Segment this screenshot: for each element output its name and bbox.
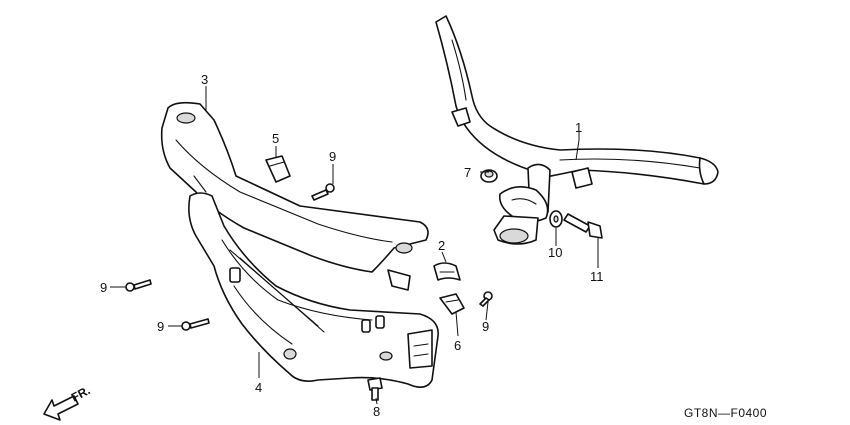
lower-handle-cover-part <box>188 192 439 388</box>
upper-handle-cover-part <box>160 101 429 291</box>
bolt-part <box>367 377 383 401</box>
callout-3: 3 <box>201 72 208 87</box>
callout-8: 8 <box>373 404 380 419</box>
callout-9-left: 9 <box>100 280 107 295</box>
clip-part <box>433 262 461 281</box>
callout-9-top: 9 <box>329 149 336 164</box>
callout-6: 6 <box>454 338 461 353</box>
clip-nut-part <box>265 155 291 183</box>
callout-9-right: 9 <box>482 319 489 334</box>
leader-lines <box>110 86 599 405</box>
clip-nut-part <box>439 293 465 315</box>
washer-part <box>549 210 563 228</box>
screw-part <box>181 318 210 331</box>
handlebar-part <box>435 15 719 245</box>
diagram-code: GT8N—F0400 <box>684 406 767 420</box>
front-arrow-icon <box>43 395 79 421</box>
callout-2: 2 <box>438 238 445 253</box>
bolt-part <box>563 213 603 239</box>
front-direction-indicator: FR. <box>43 383 92 421</box>
callout-9-lower-left: 9 <box>157 319 164 334</box>
screw-part <box>479 291 493 307</box>
screw-part <box>311 183 335 201</box>
screw-part <box>125 279 152 292</box>
callout-5: 5 <box>272 131 279 146</box>
callout-10: 10 <box>548 245 562 260</box>
callout-1: 1 <box>575 120 582 135</box>
callout-11: 11 <box>590 269 604 284</box>
callout-7: 7 <box>464 165 471 180</box>
callout-4: 4 <box>255 380 262 395</box>
